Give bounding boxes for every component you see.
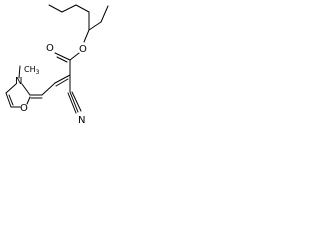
molecule-drawing: O O N O N CH3 bbox=[5, 4, 109, 126]
ring-nitrogen-label: N bbox=[15, 76, 22, 87]
bond-nitrile-c bbox=[67, 92, 77, 114]
bond-alpha-beta-double bbox=[55, 78, 69, 87]
methyl-label: CH3 bbox=[24, 65, 40, 76]
bond-carbonyl-c bbox=[54, 52, 71, 61]
bond-c4-c5-double bbox=[8, 94, 14, 106]
bond-beta-gamma bbox=[41, 82, 56, 96]
bond-carbonyl-double bbox=[56, 56, 68, 63]
bond-o-carbonyl bbox=[69, 52, 80, 61]
bond-hexyl-3 bbox=[75, 4, 90, 13]
bond-n-c4 bbox=[5, 83, 17, 94]
linker-chain bbox=[29, 74, 82, 114]
structure-diagram: O O N O N CH3 bbox=[0, 0, 118, 144]
oxazole-ring bbox=[5, 65, 31, 108]
carbonyl-oxygen-label: O bbox=[46, 43, 54, 54]
bond-c4-c5 bbox=[5, 92, 12, 108]
nitrile-nitrogen-label: N bbox=[78, 115, 85, 126]
atom-labels: O O N O N CH3 bbox=[15, 43, 87, 126]
bond-c2-n bbox=[21, 83, 31, 96]
bond-nitrile-a bbox=[69, 91, 79, 113]
bond-ethyl-1 bbox=[88, 21, 102, 31]
ester-oxygen-label: O bbox=[79, 44, 87, 55]
bond-hexyl-1 bbox=[48, 4, 63, 13]
alkyl-chain bbox=[48, 4, 109, 43]
bond-o-c2 bbox=[26, 96, 31, 105]
bond-n-methyl bbox=[18, 65, 21, 79]
methyl-label-subscript: 3 bbox=[36, 69, 40, 76]
bond-ethyl-2 bbox=[100, 5, 109, 23]
bond-ch2-o bbox=[83, 29, 90, 43]
methyl-label-prefix: CH bbox=[24, 65, 36, 74]
bond-hexyl-2 bbox=[61, 4, 77, 13]
ring-oxygen-label: O bbox=[20, 103, 28, 114]
ester-group bbox=[54, 52, 80, 76]
bond-alpha-beta bbox=[54, 74, 71, 84]
bond-nitrile-b bbox=[71, 91, 82, 112]
